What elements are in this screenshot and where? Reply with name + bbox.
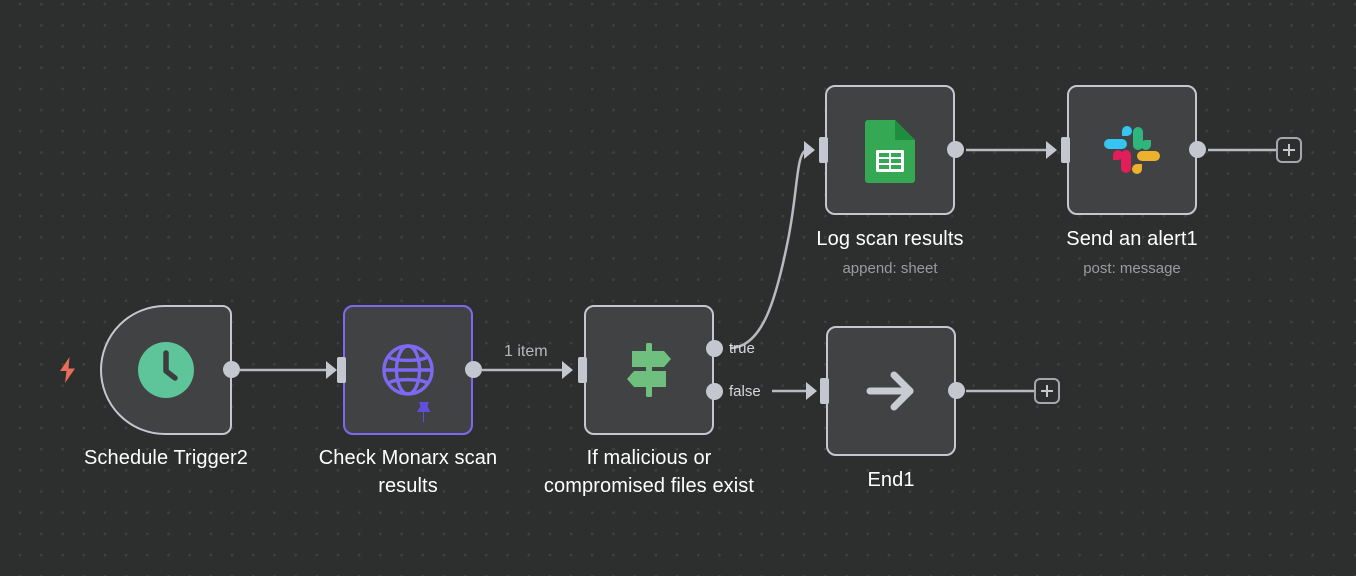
node-if-malicious[interactable] [584, 305, 714, 435]
input-arrow-check-monarx [326, 361, 337, 379]
clock-icon [136, 340, 196, 400]
arrow-right-icon [860, 360, 922, 422]
output-label-false: false [729, 383, 761, 400]
output-label-true: true [729, 340, 755, 357]
output-port-if-false[interactable] [706, 383, 723, 400]
pin-icon [413, 400, 435, 424]
signpost-icon [618, 339, 680, 401]
add-node-button-after-end1[interactable] [1034, 378, 1060, 404]
output-port-if-true[interactable] [706, 340, 723, 357]
google-sheets-icon [860, 117, 920, 183]
slack-icon [1101, 119, 1163, 181]
node-log-scan-results[interactable] [825, 85, 955, 215]
node-sublabel-send-an-alert: post: message [1083, 260, 1181, 277]
add-node-button-after-send-an-alert[interactable] [1276, 137, 1302, 163]
input-arrow-if-malicious [562, 361, 573, 379]
input-port-end1[interactable] [820, 378, 829, 404]
output-port-schedule-trigger[interactable] [223, 361, 240, 378]
input-port-send-an-alert[interactable] [1061, 137, 1070, 163]
node-schedule-trigger[interactable] [100, 305, 232, 435]
node-label-schedule-trigger: Schedule Trigger2 [83, 447, 249, 469]
node-label-end1: End1 [867, 469, 915, 491]
node-label-if-malicious: If malicious or compromised files exist [543, 447, 755, 497]
node-send-an-alert[interactable] [1067, 85, 1197, 215]
trigger-bolt-icon [56, 356, 80, 384]
output-port-check-monarx[interactable] [465, 361, 482, 378]
node-check-monarx[interactable] [343, 305, 473, 435]
edge-label-1-item: 1 item [504, 343, 548, 360]
output-port-end1[interactable] [948, 382, 965, 399]
output-port-log-scan-results[interactable] [947, 141, 964, 158]
node-label-log-scan-results: Log scan results [816, 228, 964, 250]
input-port-log-scan-results[interactable] [819, 137, 828, 163]
input-arrow-send-an-alert [1046, 141, 1057, 159]
globe-icon [377, 339, 439, 401]
input-arrow-log-scan-results [804, 141, 815, 159]
input-arrow-end1 [806, 382, 817, 400]
node-label-check-monarx: Check Monarx scan results [318, 447, 498, 497]
node-label-send-an-alert: Send an alert1 [1066, 228, 1198, 250]
output-port-send-an-alert[interactable] [1189, 141, 1206, 158]
input-port-check-monarx[interactable] [337, 357, 346, 383]
input-port-if-malicious[interactable] [578, 357, 587, 383]
node-sublabel-log-scan-results: append: sheet [842, 260, 938, 277]
node-end1[interactable] [826, 326, 956, 456]
